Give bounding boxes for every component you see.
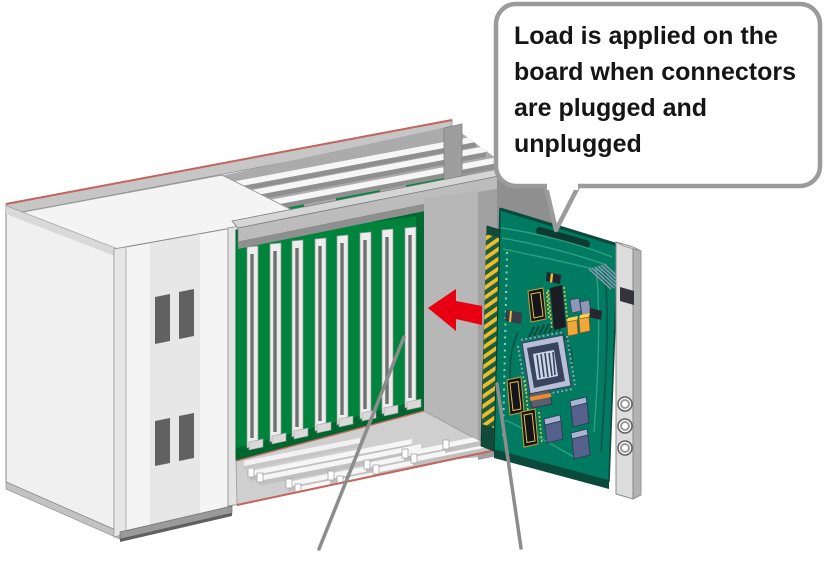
- capacitor-pair: [566, 313, 591, 337]
- bubble-text-line-3: are plugged and: [514, 94, 707, 122]
- left-side-panel: [5, 205, 121, 540]
- guide-pair: [247, 439, 421, 486]
- guide-pair: [244, 438, 360, 470]
- floor-front-accent-line: [236, 449, 497, 506]
- front-bracket: [615, 241, 642, 500]
- backplane-slot: [314, 237, 332, 434]
- vent-slot: [155, 294, 170, 344]
- rim-accent-line: [5, 119, 453, 205]
- pcb-traces: [500, 227, 613, 459]
- leader-lines: [317, 335, 523, 551]
- bracket-window: [620, 287, 634, 305]
- floor-back-accent-line: [235, 410, 425, 462]
- pcb-bottom-edge: [494, 450, 609, 489]
- cube-capacitor: [570, 428, 591, 460]
- dip-ic: [527, 287, 547, 323]
- cube-capacitor: [569, 396, 590, 428]
- backplane-slot: [404, 226, 422, 411]
- bubble-text-line-1: Load is applied on the: [514, 22, 778, 50]
- vent-slots: [155, 289, 194, 466]
- power-module: [113, 227, 233, 542]
- smd-component: [589, 308, 602, 320]
- vent-slot: [155, 418, 170, 466]
- vent-slot: [179, 413, 194, 461]
- speech-bubble: Load is applied on the board when connec…: [493, 1, 823, 233]
- leader-line-backplane-connector: [317, 335, 406, 551]
- bubble-text-line-4: unplugged: [514, 130, 642, 158]
- bracket-connectors: [617, 396, 633, 456]
- smd-component: [579, 299, 592, 316]
- ic-components: [505, 263, 627, 460]
- leader-line-board-connector: [495, 382, 523, 550]
- backplane-slot: [246, 245, 264, 451]
- backplane-slot: [291, 239, 309, 440]
- eprom-ic: [520, 408, 539, 448]
- insertion-arrow-icon: [428, 289, 482, 331]
- backplane-slot: [269, 242, 287, 445]
- cpu-chip: [517, 331, 576, 398]
- smd-component: [569, 297, 582, 314]
- vent-channel: [150, 234, 200, 526]
- backplane-slot: [336, 234, 354, 428]
- cube-capacitor: [543, 414, 564, 444]
- bubble-text-line-2: board when connectors: [514, 58, 796, 86]
- diode: [546, 272, 561, 284]
- circuit-board: [480, 207, 642, 500]
- bottom-floor: [235, 410, 498, 506]
- vent-slot: [179, 289, 194, 339]
- speech-bubble-body: [493, 1, 823, 189]
- board-handle-slot: [536, 227, 590, 248]
- dip-ic: [550, 285, 566, 330]
- edge-connector-fingers: [480, 225, 501, 452]
